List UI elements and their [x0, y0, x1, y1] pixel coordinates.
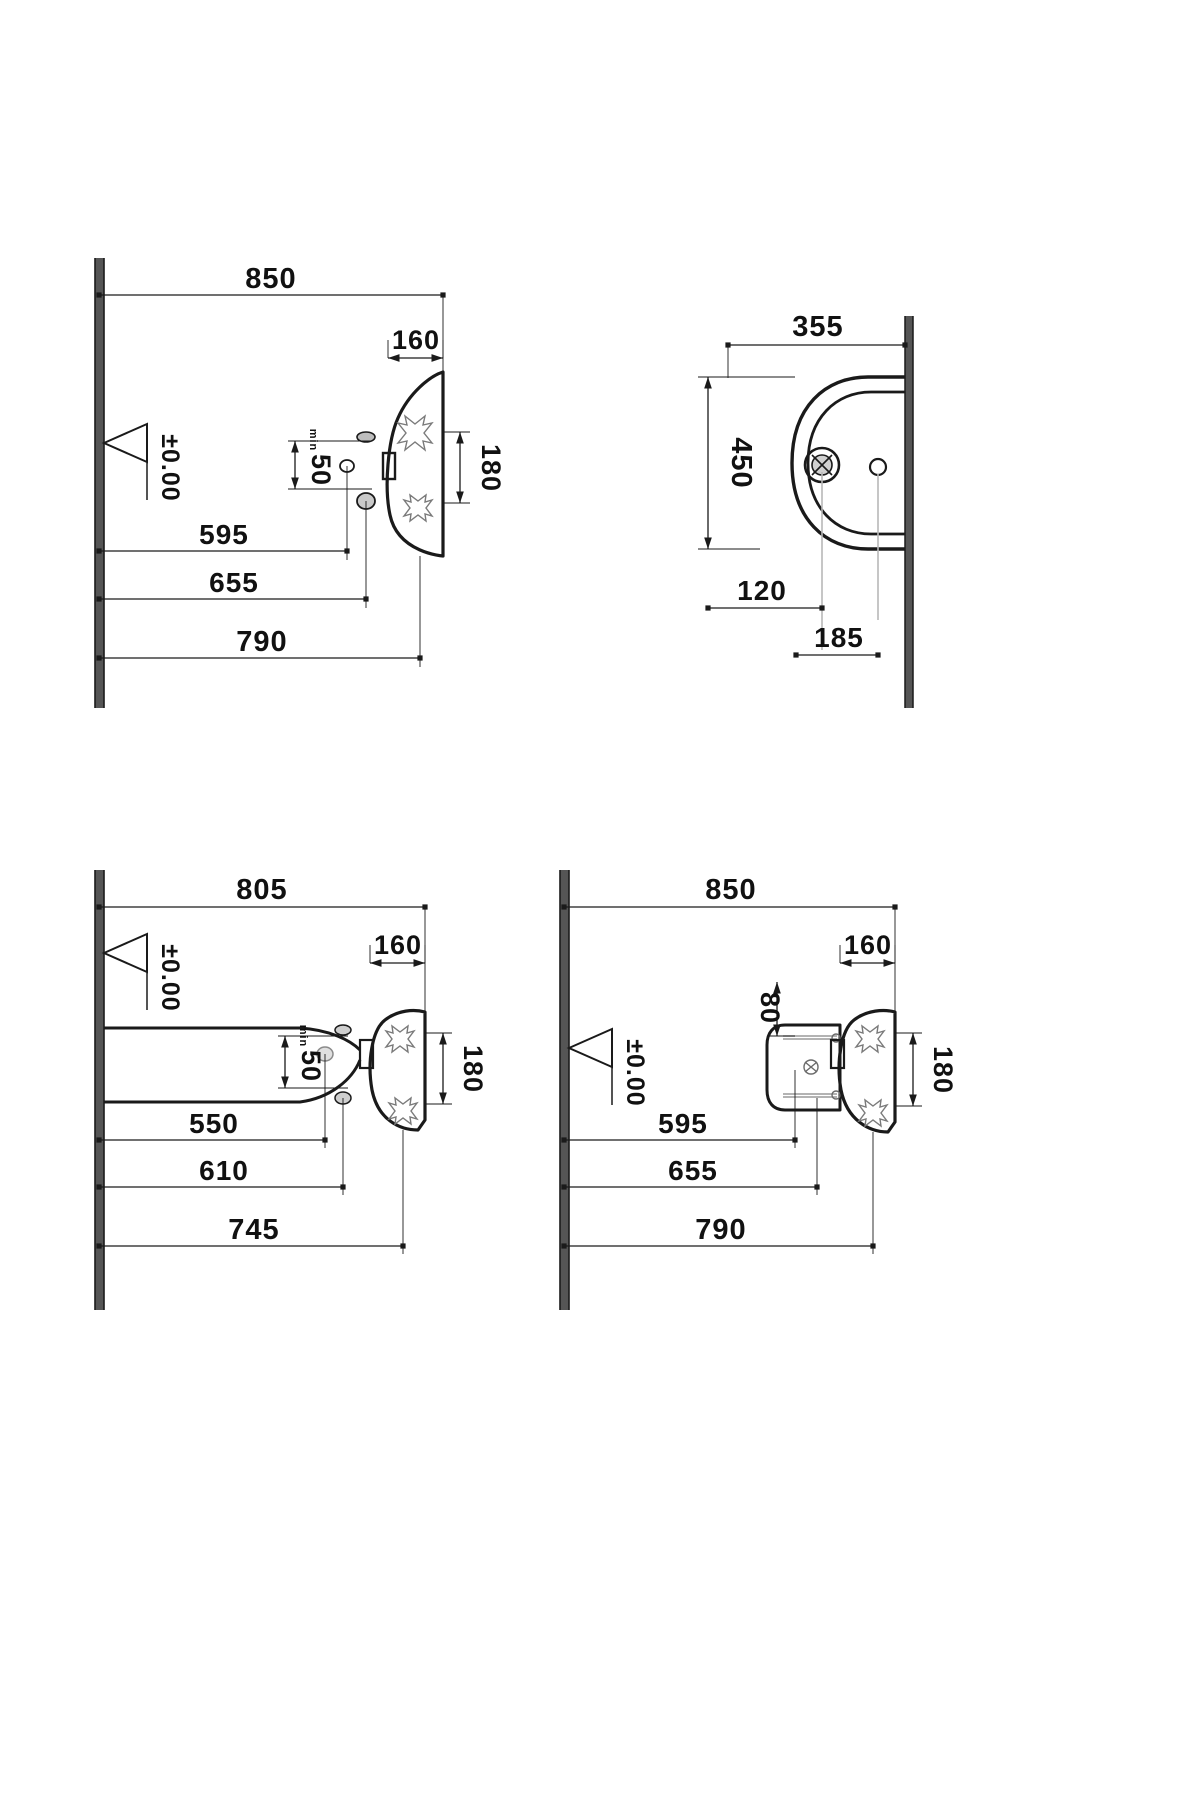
dimension-50-min: min 50 [288, 429, 372, 490]
dimension-745-label: 745 [228, 1214, 279, 1246]
dimension-450-label: 450 [725, 437, 757, 488]
dimension-790-label: 790 [236, 626, 287, 658]
dimension-50-note: min [307, 429, 319, 452]
wall-section [904, 316, 914, 708]
wall-section [94, 870, 105, 1310]
dimension-850-label: 850 [245, 263, 296, 295]
dimension-180: 180 [443, 431, 506, 504]
dimension-550-label: 550 [189, 1108, 239, 1139]
datum-label: ±0.00 [156, 944, 184, 1011]
dimension-180-label: 180 [458, 1045, 488, 1093]
basin-profile [368, 1008, 427, 1132]
shelf-profile [104, 1026, 362, 1104]
wall-section [559, 870, 570, 1310]
dimension-160-label: 160 [374, 930, 422, 960]
basin-bowl-inner [806, 390, 905, 536]
dimension-550: 550 [96, 1054, 328, 1148]
dimension-160: 160 [387, 325, 444, 362]
basin-surface-marks [384, 1024, 419, 1126]
dimension-50-label: 50 [296, 1050, 326, 1082]
dimension-80-label: 80 [755, 992, 785, 1024]
dimension-50-note: min [297, 1025, 309, 1048]
dimension-120-label: 120 [737, 575, 787, 606]
basin-plan-outline [790, 375, 905, 551]
basin-surface-marks [396, 414, 434, 523]
basin-surface-marks [854, 1024, 889, 1128]
basin-profile [385, 370, 445, 558]
dimension-850: 850 [96, 263, 446, 372]
dimension-745: 745 [96, 1130, 406, 1254]
dimension-180: 180 [895, 1032, 958, 1107]
dimension-790: 790 [96, 556, 423, 667]
basin-overflow-slot [829, 1038, 846, 1070]
dimension-610-label: 610 [199, 1155, 249, 1186]
wall-section [94, 258, 105, 708]
dimension-160: 160 [369, 930, 426, 967]
datum-label: ±0.00 [621, 1039, 649, 1106]
dimension-805-label: 805 [236, 874, 287, 906]
dimension-160-label: 160 [844, 930, 892, 960]
dimension-610: 610 [96, 1098, 346, 1195]
dimension-50-label: 50 [306, 454, 336, 486]
dimension-655-label: 655 [209, 567, 259, 598]
dimension-595-label: 595 [199, 519, 249, 550]
dimension-50-min: min 50 [278, 1025, 348, 1089]
dimension-595: 595 [96, 466, 350, 560]
dimension-655-label: 655 [668, 1155, 718, 1186]
view-side-elevation-shelf: 805 160 180 min 50 ±0.00 [0, 840, 560, 1400]
carrier-plate-lower [783, 1093, 837, 1098]
feature-leaders [821, 472, 879, 650]
dimension-655: 655 [96, 501, 369, 608]
dimension-120: 120 [705, 575, 825, 611]
view-plan-basin: 355 450 120 185 [640, 0, 1200, 760]
dimension-850-label: 850 [705, 874, 756, 906]
dimension-595: 595 [561, 1070, 798, 1148]
carrier-fitting-icons [803, 1033, 841, 1100]
basin-profile [837, 1008, 897, 1134]
dimension-355-label: 355 [792, 311, 843, 343]
dimension-185: 185 [793, 622, 881, 658]
dimension-790: 790 [561, 1132, 876, 1254]
fixing-hole-upper [356, 431, 376, 443]
dimension-595-label: 595 [658, 1108, 708, 1139]
overflow-hole [868, 457, 888, 477]
dimension-185-label: 185 [814, 622, 864, 653]
datum-label: ±0.00 [156, 434, 184, 501]
datum-marker: ±0.00 [101, 422, 184, 502]
dimension-160-label: 160 [392, 325, 440, 355]
dimension-790-label: 790 [695, 1214, 746, 1246]
dimension-180-label: 180 [928, 1046, 958, 1094]
view-side-elevation-pedestal: 850 160 80 180 ±0.00 [465, 840, 1085, 1400]
dimension-655: 655 [561, 1098, 820, 1195]
basin-overflow-slot [381, 451, 397, 481]
dimension-450: 450 [698, 376, 795, 550]
dimension-355: 355 [725, 311, 908, 378]
dimension-80: 80 [755, 982, 795, 1037]
dimension-160: 160 [839, 930, 896, 967]
datum-marker: ±0.00 [101, 932, 184, 1012]
fixing-hole-upper [334, 1024, 352, 1036]
view-side-elevation-basin: 850 160 180 min 50 ±0.00 [0, 0, 560, 760]
dimension-180: 180 [425, 1032, 488, 1105]
basin-overflow-slot [358, 1038, 375, 1070]
dimension-180-label: 180 [476, 444, 506, 492]
datum-marker: ±0.00 [566, 1027, 649, 1107]
